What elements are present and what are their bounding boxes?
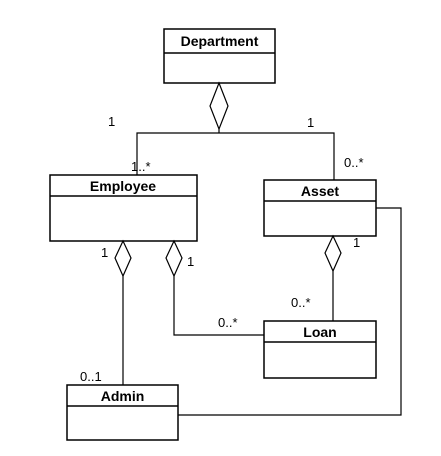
class-department[interactable]: Department bbox=[163, 28, 276, 84]
class-employee-name: Employee bbox=[90, 178, 156, 194]
class-asset[interactable]: Asset bbox=[263, 179, 377, 237]
mult-employee-in-dept: 1..* bbox=[131, 159, 151, 174]
mult-asset-loan-asset-end: 1 bbox=[353, 235, 360, 250]
class-loan[interactable]: Loan bbox=[263, 320, 377, 379]
association-line-asset-admin bbox=[178, 207, 402, 416]
aggregation-asset-loan bbox=[324, 234, 342, 321]
association-line-department bbox=[136, 132, 335, 180]
association-line-employee-loan bbox=[173, 276, 264, 336]
mult-dept-employee-dept-end: 1 bbox=[108, 114, 115, 129]
mult-loan-of-employee: 0..* bbox=[218, 315, 238, 330]
aggregation-employee-loan bbox=[165, 239, 264, 336]
aggregation-diamond-department bbox=[209, 81, 229, 131]
aggregation-diamond-asset-loan bbox=[324, 234, 342, 273]
class-employee[interactable]: Employee bbox=[49, 174, 198, 242]
class-department-name: Department bbox=[181, 33, 259, 49]
class-admin-name: Admin bbox=[101, 388, 145, 404]
mult-asset-in-dept: 0..* bbox=[344, 155, 364, 170]
aggregation-employee-admin bbox=[114, 239, 132, 385]
mult-loan-of-asset: 0..* bbox=[291, 295, 311, 310]
class-asset-name: Asset bbox=[301, 183, 339, 199]
aggregation-diamond-employee-admin bbox=[114, 239, 132, 278]
aggregation-diamond-employee-loan bbox=[165, 239, 183, 278]
mult-employee-admin-employee-end: 1 bbox=[101, 245, 108, 260]
mult-employee-loan-employee-end: 1 bbox=[187, 254, 194, 269]
mult-admin-of-employee: 0..1 bbox=[80, 369, 102, 384]
aggregation-department bbox=[136, 81, 335, 180]
class-loan-name: Loan bbox=[303, 324, 336, 340]
mult-dept-asset-dept-end: 1 bbox=[307, 115, 314, 130]
class-admin[interactable]: Admin bbox=[66, 384, 179, 441]
